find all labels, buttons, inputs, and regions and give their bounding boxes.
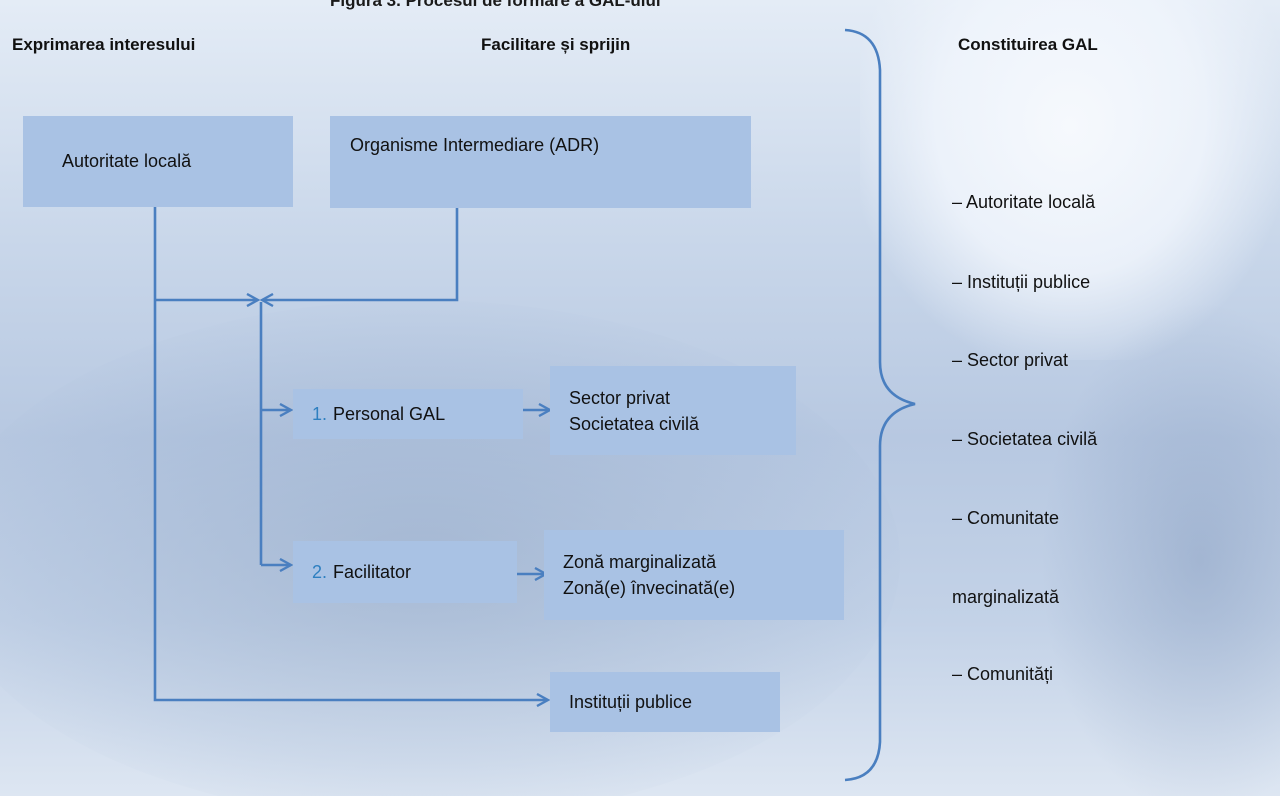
column-header-middle: Facilitare și sprijin	[481, 35, 631, 54]
node-intermediate-bodies-label: Organisme Intermediare (ADR)	[350, 135, 600, 155]
node-public-institutions: Instituții publice	[550, 672, 780, 732]
curly-brace	[844, 28, 916, 782]
node-facilitator-number: 2.	[312, 561, 328, 582]
node-facilitator: 2. Facilitator	[293, 541, 517, 603]
node-public-institutions-label: Instituții publice	[569, 691, 693, 712]
node-lag-staff-label: Personal GAL	[333, 403, 446, 424]
node-lag-staff-number: 1.	[312, 403, 328, 424]
figure-title: Figura 3. Procesul de formare a GAL-ului	[330, 0, 950, 12]
member-item: – Sector privat	[952, 350, 1069, 370]
node-civil-society-label: Societatea civilă	[569, 413, 700, 434]
node-lag-staff: 1. Personal GAL	[293, 389, 523, 439]
column-header-left: Exprimarea interesului	[12, 35, 196, 54]
member-item: – Instituții publice	[952, 272, 1091, 292]
connector-adr-to-merge	[262, 208, 459, 300]
node-facilitator-label: Facilitator	[333, 561, 412, 582]
node-intermediate-bodies: Organisme Intermediare (ADR)	[330, 116, 751, 208]
column-header-right: Constituirea GAL	[958, 35, 1098, 54]
node-local-authority: Autoritate locală	[23, 116, 293, 207]
member-item: – Autoritate locală	[952, 192, 1096, 212]
node-local-authority-label: Autoritate locală	[62, 151, 192, 171]
node-marginalized-zone-label: Zonă marginalizată	[563, 552, 717, 572]
background-sky	[860, 0, 1280, 360]
node-private-sector-label: Sector privat	[569, 387, 671, 408]
node-neighboring-zones-label: Zonă(e) învecinată(e)	[563, 578, 736, 598]
node-marginalized-zones: Zonă marginalizată Zonă(e) învecinată(e)	[544, 530, 844, 620]
member-item-continued: marginalizată	[952, 587, 1060, 607]
member-item: – Societatea civilă	[952, 429, 1098, 449]
member-item: – Comunități	[952, 664, 1054, 684]
member-item: – Comunitate	[952, 508, 1060, 528]
figure-title-text: Figura 3. Procesul de formare a GAL-ului	[330, 0, 661, 10]
connector-authority-to-institutions	[153, 207, 548, 700]
node-private-civil: Sector privat Societatea civilă	[550, 366, 796, 455]
